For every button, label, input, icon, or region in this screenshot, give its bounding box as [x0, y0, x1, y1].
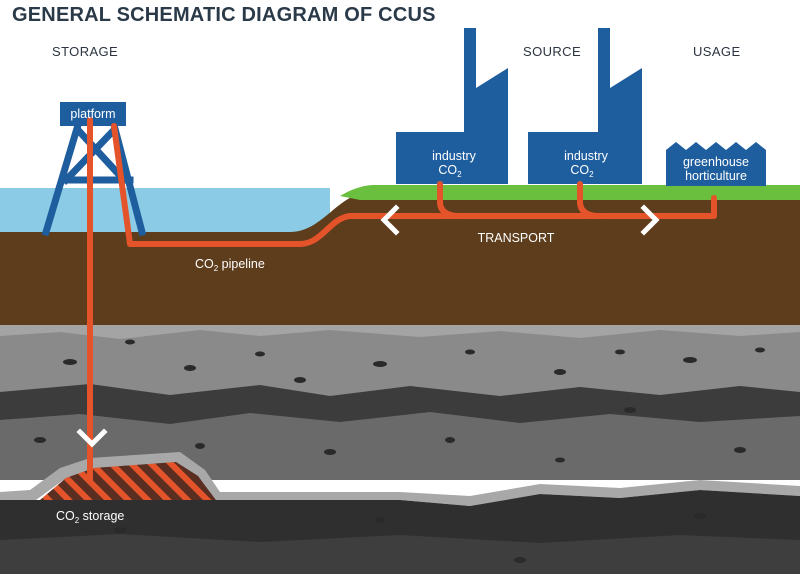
offshore-platform [41, 120, 147, 237]
platform-label: platform [70, 107, 115, 121]
soil-layer [0, 194, 800, 325]
grass-strip [340, 185, 800, 200]
page-title: GENERAL SCHEMATIC DIAGRAM OF CCUS [12, 4, 436, 26]
rock-pebbles [34, 339, 765, 563]
factory-2-label-line2: CO2 [570, 163, 594, 179]
factory-2 [528, 28, 642, 184]
co2-storage-reservoir [40, 462, 216, 500]
rock-layer-deep [0, 534, 800, 574]
storage-label: CO2 storage [56, 509, 124, 525]
section-source: SOURCE [523, 44, 581, 59]
factory-2-label-line1: industry [564, 149, 609, 163]
greenhouse-label-line1: greenhouse [683, 155, 749, 169]
greenhouse-label-line2: horticulture [685, 169, 747, 183]
factory-1 [396, 28, 508, 184]
injection-arrow-down [76, 428, 108, 448]
factory-1-label-line1: industry [432, 149, 477, 163]
transport-arrow-right [640, 204, 660, 236]
greenhouse [666, 142, 766, 186]
rock-layer-1-top [0, 325, 800, 339]
pipeline-label: CO2 pipeline [195, 257, 265, 273]
factory-1-label-line2: CO2 [438, 163, 462, 179]
transport-label: TRANSPORT [478, 231, 555, 245]
rock-layer-1 [0, 326, 800, 400]
rock-layer-3 [0, 412, 800, 480]
transport-arrow-left [380, 204, 400, 236]
co2-pipeline [87, 117, 717, 483]
caprock-band [0, 452, 800, 506]
section-storage: STORAGE [52, 44, 118, 59]
section-usage: USAGE [693, 44, 741, 59]
